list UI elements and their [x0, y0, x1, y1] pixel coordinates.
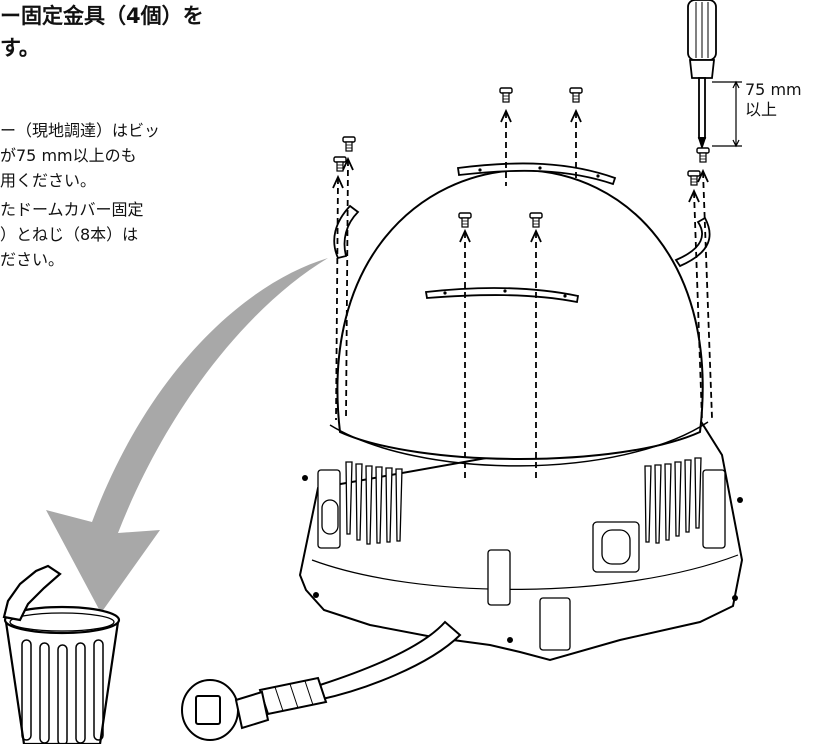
- screwdriver-icon: [687, 0, 717, 150]
- note-2-line-3: ださい。: [0, 250, 65, 269]
- note-1-line-3: 用ください。: [0, 171, 97, 190]
- arrowheads: [332, 108, 709, 243]
- dimension-suffix: 以上: [745, 100, 778, 119]
- dimension-label: 75 mm 以上: [745, 80, 802, 120]
- cable-connector-icon: [181, 620, 462, 741]
- dashed-guides: [335, 112, 713, 478]
- fixing-brackets: [333, 162, 711, 304]
- note-1-line-1: ー（現地調達）はビッ: [0, 121, 161, 140]
- heading-line-1: ー固定金具（4個）を: [0, 4, 204, 28]
- note-2-line-1: たドームカバー固定: [0, 200, 144, 219]
- note-2-line-2: ）とねじ（8本）は: [0, 225, 139, 244]
- step-heading: ー固定金具（4個）を す。: [0, 0, 204, 64]
- dimension-value: 75 mm: [745, 80, 802, 99]
- screw-icon: [696, 147, 710, 163]
- curved-arrow-icon: [46, 258, 328, 613]
- note-1-line-2: が75 mm以上のも: [0, 146, 137, 165]
- note-1: ー（現地調達）はビッ が75 mm以上のも 用ください。: [0, 118, 160, 193]
- screw-icon: [342, 136, 356, 152]
- dome-camera: [298, 168, 744, 662]
- screw-icon: [687, 170, 701, 186]
- trash-can-icon: [2, 564, 121, 744]
- dimension-bracket: [712, 80, 742, 148]
- notes: ー（現地調達）はビッ が75 mm以上のも 用ください。 たドームカバー固定 ）…: [0, 118, 160, 272]
- note-2: たドームカバー固定 ）とねじ（8本）は ださい。: [0, 197, 160, 272]
- screw-icon: [499, 87, 513, 103]
- heading-line-2: す。: [0, 36, 40, 60]
- screw-icon: [569, 87, 583, 103]
